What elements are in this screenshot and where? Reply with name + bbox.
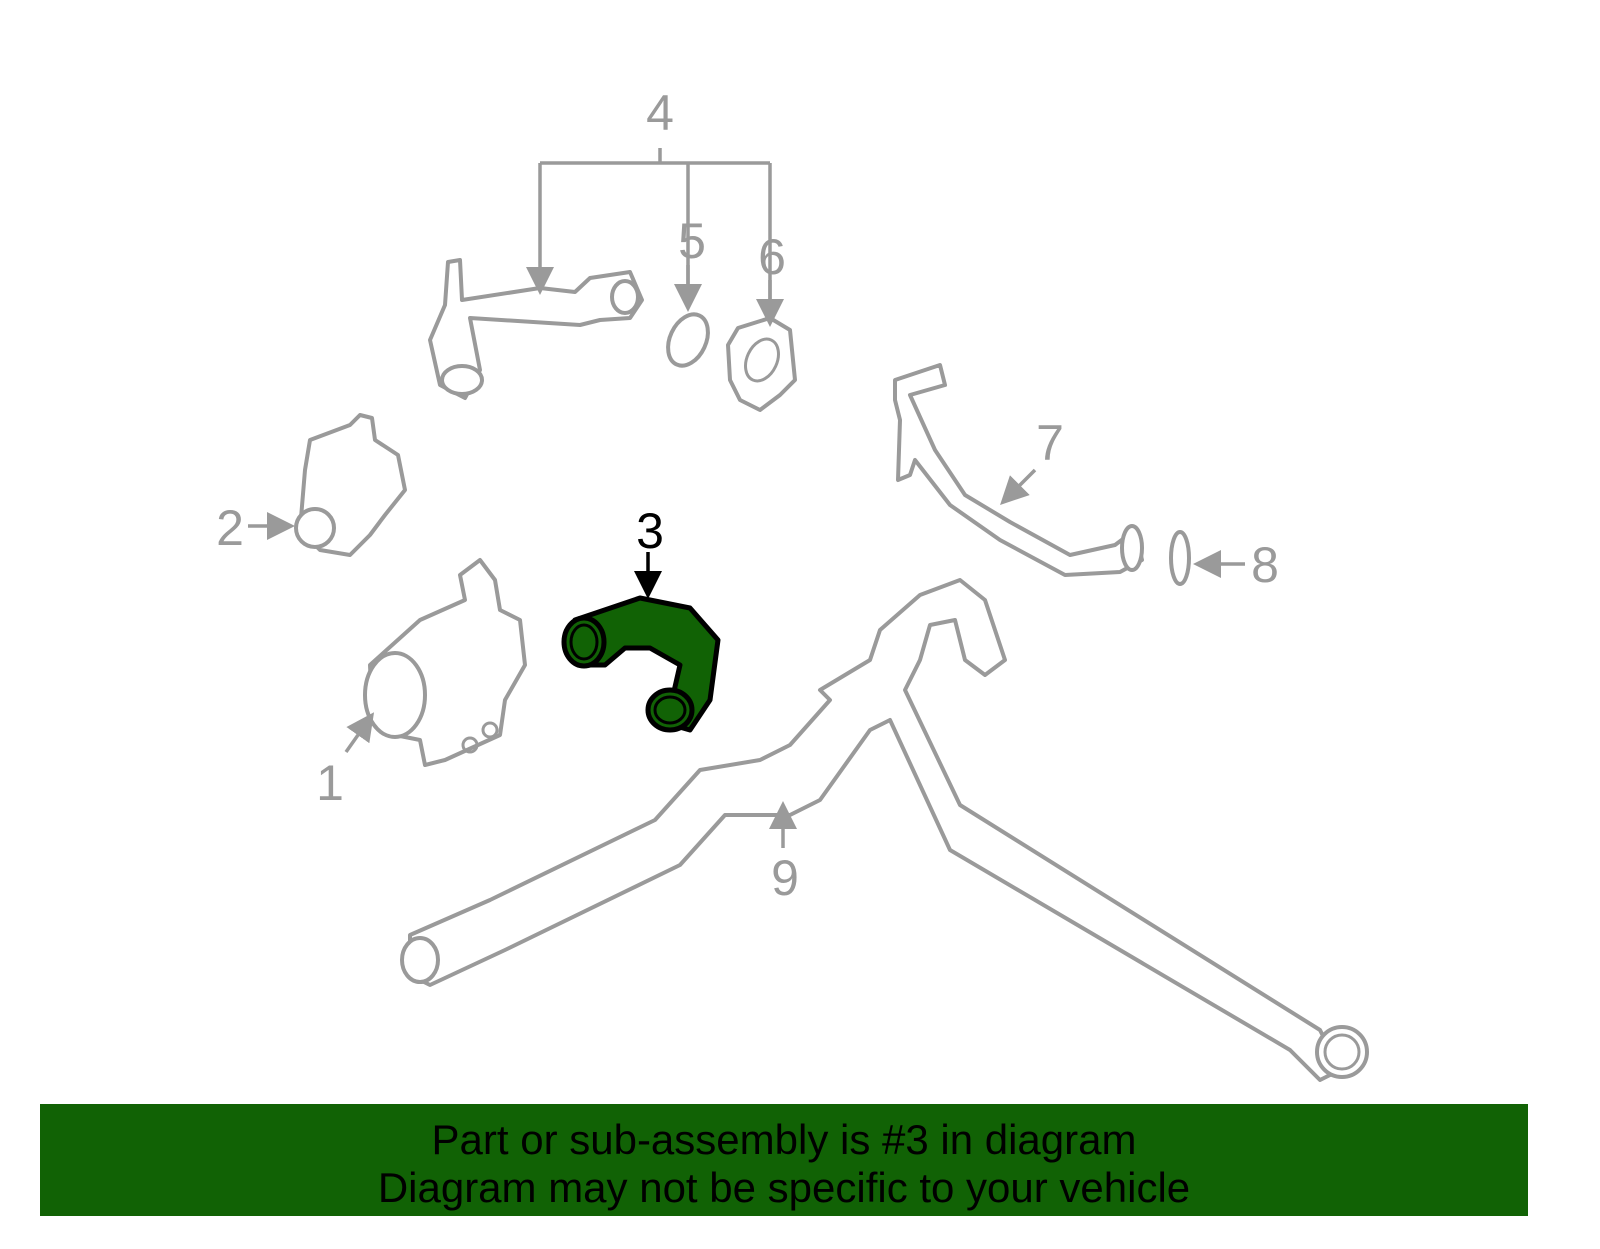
callout-7[interactable]: 7	[1036, 415, 1064, 471]
callout-6[interactable]: 6	[758, 229, 786, 285]
callout-4[interactable]: 4	[646, 85, 674, 141]
callout-2[interactable]: 2	[216, 500, 244, 556]
part-5-o-ring[interactable]	[660, 308, 715, 372]
callout-9[interactable]: 9	[771, 850, 799, 906]
callout-3[interactable]: 3	[636, 503, 664, 559]
callout-5[interactable]: 5	[678, 213, 706, 269]
callout-1[interactable]: 1	[316, 755, 344, 811]
banner-line-2: Diagram may not be specific to your vehi…	[377, 1164, 1191, 1211]
part-1-water-pump[interactable]	[363, 558, 527, 767]
info-banner: Part or sub-assembly is #3 in diagram Di…	[40, 1104, 1528, 1216]
part-7-coolant-pipe[interactable]	[893, 363, 1144, 577]
part-3-coolant-hose[interactable]	[561, 595, 721, 733]
part-2-thermostat[interactable]	[294, 413, 407, 557]
part-9-coolant-pipe[interactable]	[400, 578, 1369, 1082]
callout-8[interactable]: 8	[1251, 537, 1279, 593]
banner-line-1: Part or sub-assembly is #3 in diagram	[431, 1116, 1137, 1163]
part-8-o-ring[interactable]	[1169, 530, 1191, 586]
part-4-coolant-pipe[interactable]	[428, 258, 644, 400]
leader-lines	[248, 148, 1245, 848]
part-6-gasket[interactable]	[726, 316, 797, 412]
